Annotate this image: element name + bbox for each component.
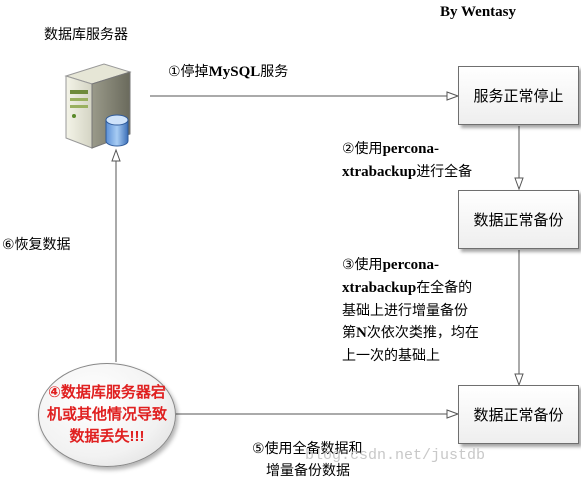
- arrowhead-loss: [446, 409, 460, 419]
- failure-line2: 机或其他情况导致: [46, 406, 167, 423]
- server-label: 数据库服务器: [44, 26, 128, 42]
- server-icon: [64, 63, 132, 149]
- box-backup-incremental: 数据正常备份: [458, 385, 579, 444]
- arrowhead-stop: [446, 91, 460, 101]
- step1-label: ①停掉MySQL服务: [168, 63, 289, 80]
- watermark: blog.csdn.net/justdb: [305, 447, 486, 464]
- arrowhead-backup2: [514, 373, 524, 387]
- box-backup-full: 数据正常备份: [458, 190, 579, 249]
- box-backup-full-label: 数据正常备份: [473, 212, 564, 229]
- failure-node: ④数据库服务器宕 机或其他情况导致 数据丢失!!!: [38, 363, 176, 467]
- step6-label: ⑥恢复数据: [2, 236, 71, 252]
- failure-line1: ④数据库服务器宕: [48, 384, 166, 401]
- box-backup-incremental-label: 数据正常备份: [473, 407, 564, 424]
- step2-label: ②使用percona- xtrabackup进行全备: [342, 140, 473, 180]
- arrowhead-restore: [111, 148, 121, 162]
- arrowhead-backup1: [514, 177, 524, 191]
- box-service-stopped-label: 服务正常停止: [473, 88, 564, 105]
- step5-label: ⑤使用全备数据和 增量备份数据: [252, 440, 363, 478]
- step3-label: ③使用percona- xtrabackup在全备的 基础上进行增量备份 第N次…: [342, 256, 479, 363]
- author-label: By Wentasy: [440, 4, 516, 20]
- database-icon: [105, 114, 129, 147]
- box-service-stopped: 服务正常停止: [458, 66, 579, 125]
- failure-line3: 数据丢失!!!: [69, 428, 145, 445]
